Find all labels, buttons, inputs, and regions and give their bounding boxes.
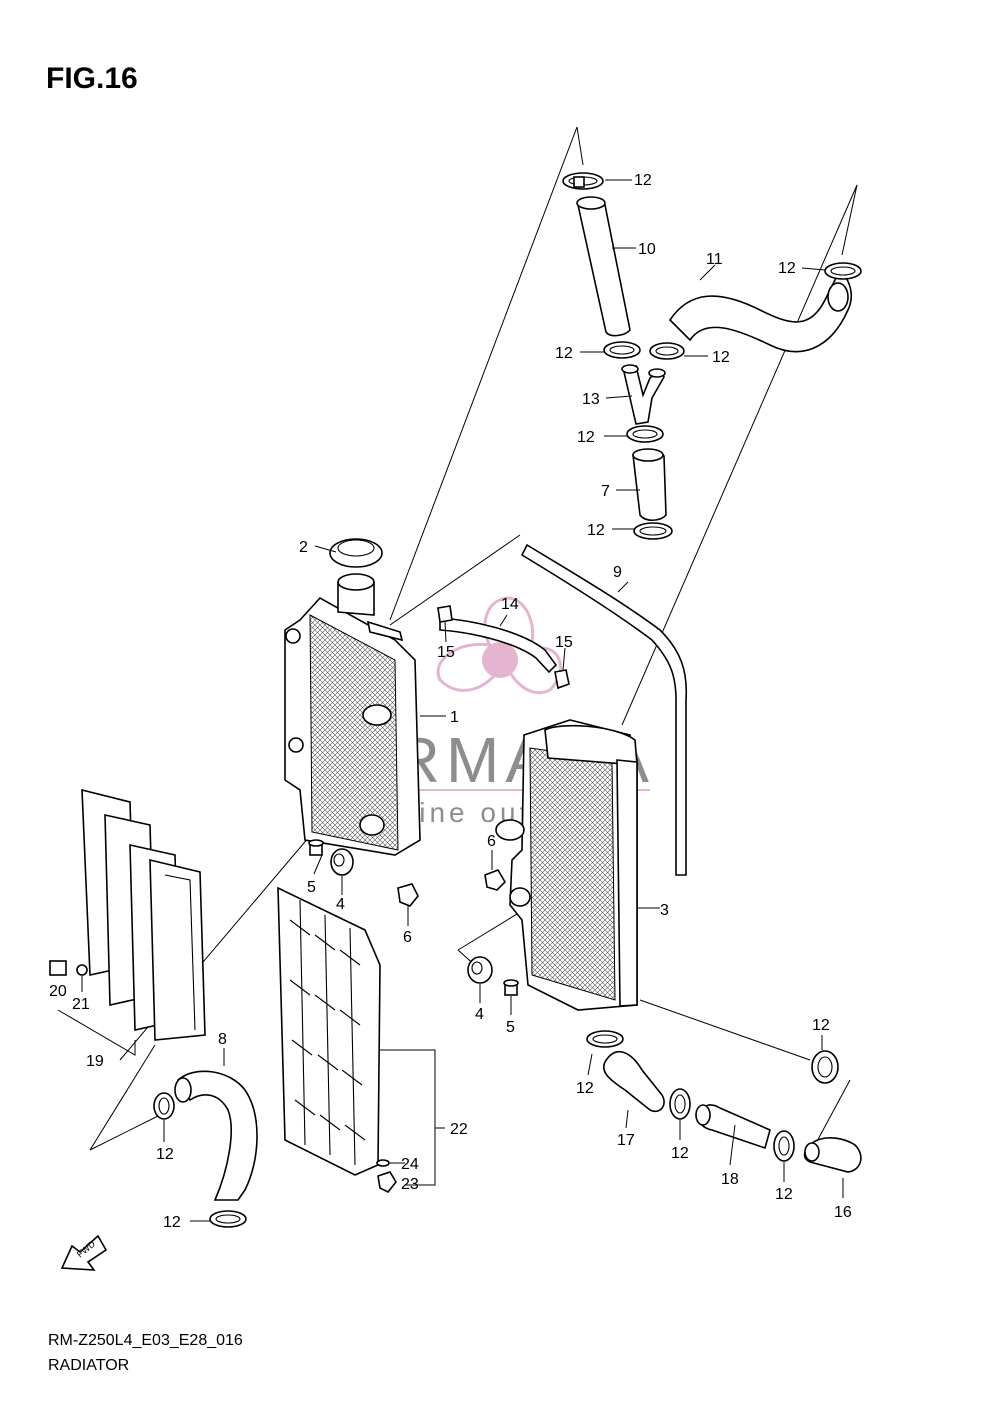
hose-16 [803,1137,862,1173]
hose-clamp-12-ymid-left [603,341,641,359]
callout-20: 20 [49,983,67,1000]
callout-7: 7 [601,483,610,500]
callout-14: 14 [501,596,519,613]
bolt-6-right [484,869,507,891]
hose-clamp-12-hose8-bottom [209,1210,247,1228]
washer-24 [376,1159,390,1167]
hose-clamp-12-top [562,172,604,190]
callout-9: 9 [613,564,622,581]
screw-21 [76,964,88,976]
callout-numbers: 12 10 11 12 12 12 13 12 7 12 2 9 14 15 1… [49,172,852,1231]
hose-clip-15-right [554,669,570,690]
callout-6: 6 [487,833,496,850]
callout-12: 12 [712,349,730,366]
upper-hose-10 [576,196,631,337]
y-joint-13 [621,364,666,425]
callout-leader-lines [57,179,844,1222]
radiator-left-1 [284,573,421,856]
callout-12: 12 [156,1146,174,1163]
hose-clamp-12-hose8-top [153,1092,175,1120]
hose-clamp-12-ymid-right [649,342,685,360]
callout-18: 18 [721,1171,739,1188]
hose-clamp-12-below-y [626,425,664,443]
callout-12: 12 [587,522,605,539]
figure-title: FIG.16 [46,62,138,95]
hose-clamp-12-pipe18 [773,1130,795,1162]
callout-5: 5 [307,879,316,896]
callout-23: 23 [401,1176,419,1193]
hose-7 [632,448,667,522]
callout-6: 6 [403,929,412,946]
callout-24: 24 [401,1156,419,1173]
callout-12: 12 [671,1145,689,1162]
callout-15: 15 [437,644,455,661]
callout-4: 4 [336,896,345,913]
callout-21: 21 [72,996,90,1013]
callout-12: 12 [576,1080,594,1097]
callout-2: 2 [299,539,308,556]
callout-1: 1 [450,709,459,726]
diagram-code: RM-Z250L4_E03_E28_016 [48,1332,243,1349]
callout-10: 10 [638,241,656,258]
bolt-6-left [397,883,419,907]
callout-4: 4 [475,1006,484,1023]
grommet-4-left [330,848,354,876]
assembly-reference-lines [89,126,858,1151]
radiator-cover-19 [81,788,206,1041]
callout-3: 3 [660,902,669,919]
callout-19: 19 [86,1053,104,1070]
hose-clamp-12-hose17-top [586,1030,624,1048]
hose-11 [668,268,852,353]
hose-clamp-12-right [824,262,862,280]
collar-5-right [503,979,519,996]
nut-20 [49,960,67,976]
radiator-cap-2 [329,538,383,568]
callout-12: 12 [577,429,595,446]
breather-hose-14 [439,617,558,674]
collar-5-left [308,839,324,856]
callout-12: 12 [163,1214,181,1231]
diagram-name: RADIATOR [48,1357,130,1374]
hose-clamp-12-hose17-bottom [669,1088,691,1120]
callout-12: 12 [775,1186,793,1203]
hose-clamp-12-below-7 [633,522,673,540]
callout-11: 11 [706,251,723,268]
breather-tube-9 [520,543,688,876]
callout-16: 16 [834,1204,852,1221]
radiator-right-3 [495,719,638,1011]
callout-12: 12 [634,172,652,189]
callout-22: 22 [450,1121,468,1138]
callout-5: 5 [506,1019,515,1036]
callout-17: 17 [617,1132,635,1149]
lower-hose-8 [174,1070,258,1201]
callout-12: 12 [778,260,796,277]
callout-8: 8 [218,1031,227,1048]
callout-12: 12 [555,345,573,362]
callout-15: 15 [555,634,573,651]
radiator-louver-22 [277,886,381,1176]
grommet-4-right [467,956,493,984]
bolt-23 [377,1171,397,1194]
forward-arrow-icon: FWD [60,1234,108,1271]
hose-clamp-12-far-right [811,1050,839,1084]
callout-12: 12 [812,1017,830,1034]
callout-13: 13 [582,391,600,408]
hose-clip-15-left [437,605,453,623]
hose-17 [603,1050,665,1113]
